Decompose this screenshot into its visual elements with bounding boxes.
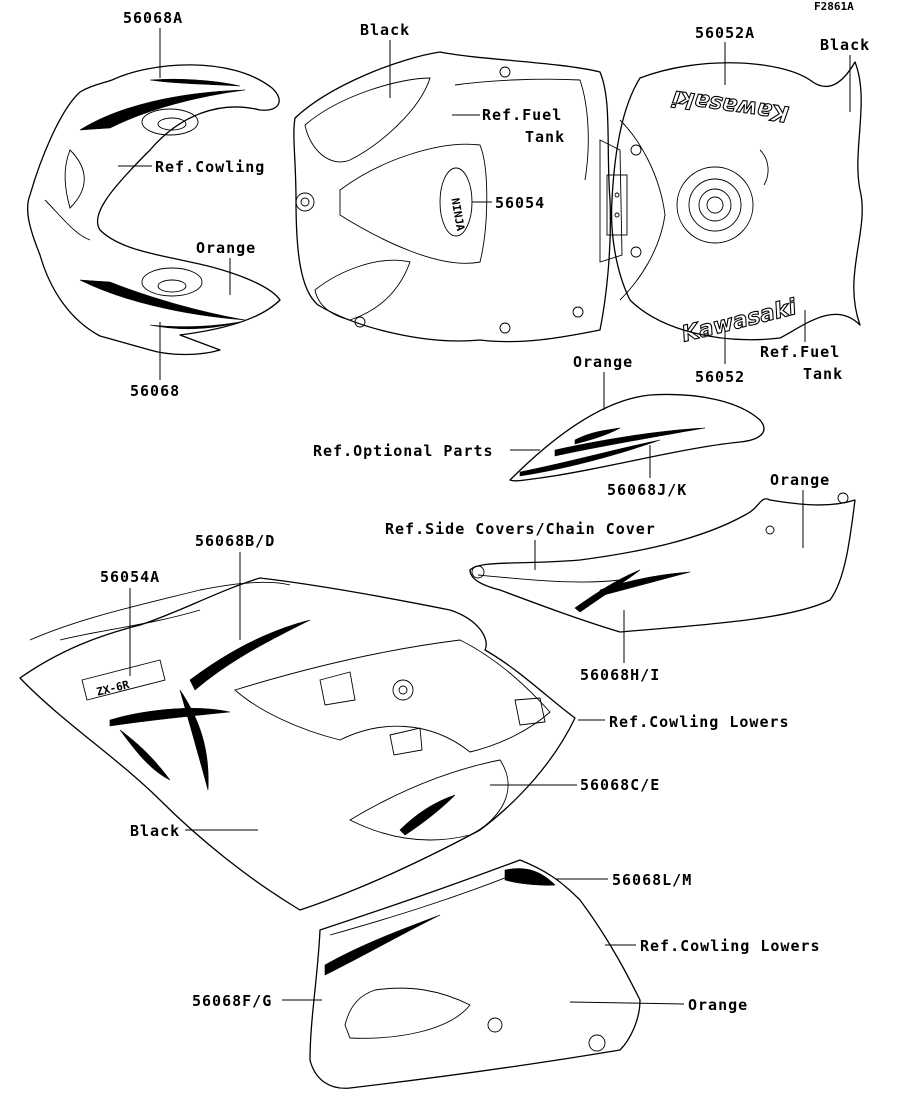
label-56068: 56068 [130, 382, 180, 400]
label-ref-fuel-tank-1a: Ref.Fuel [482, 106, 562, 124]
label-ref-fuel-tank-2a: Ref.Fuel [760, 343, 840, 361]
label-ref-cowling-lowers-2: Ref.Cowling Lowers [640, 937, 821, 955]
side-cowling: ZX-6R [19, 577, 576, 911]
optional-part [509, 393, 765, 482]
label-ref-cowling: Ref.Cowling [155, 158, 265, 176]
lower-cowling [309, 859, 641, 1089]
label-orange-optional: Orange [573, 353, 633, 371]
kawasaki-logo-icon: Kawasaki [670, 85, 790, 126]
label-56068HI: 56068H/I [580, 666, 660, 684]
label-56054: 56054 [495, 194, 545, 212]
label-ref-cowling-lowers-1: Ref.Cowling Lowers [609, 713, 790, 731]
upper-cowling [26, 64, 281, 356]
label-ref-optional-parts: Ref.Optional Parts [313, 442, 494, 460]
label-orange-cowl: Orange [196, 239, 256, 257]
tank-cover: NINJA [293, 51, 612, 343]
label-orange-side: Orange [770, 471, 830, 489]
label-ref-fuel-tank-1b: Tank [525, 128, 565, 146]
fuel-cap-icon [676, 166, 754, 244]
label-black-tank-cover: Black [360, 21, 410, 39]
label-56054A: 56054A [100, 568, 160, 586]
label-56052A: 56052A [695, 24, 755, 42]
label-black-side-cowl: Black [130, 822, 180, 840]
label-56068LM: 56068L/M [612, 871, 692, 889]
label-56052: 56052 [695, 368, 745, 386]
label-black-tank: Black [820, 36, 870, 54]
side-cover [469, 492, 856, 633]
label-56068BD: 56068B/D [195, 532, 275, 550]
zx-badge-icon: ZX-6R [81, 659, 166, 701]
label-56068A: 56068A [123, 9, 183, 27]
label-ref-fuel-tank-2b: Tank [803, 365, 843, 383]
figure-code: F2861A [814, 0, 854, 13]
fuel-tank: Kawasaki Kawasaki [599, 61, 863, 348]
label-ref-side-covers: Ref.Side Covers/Chain Cover [385, 520, 656, 538]
label-56068CE: 56068C/E [580, 776, 660, 794]
svg-text:ZX-6R: ZX-6R [95, 678, 131, 699]
label-56068JK: 56068J/K [607, 481, 687, 499]
tank-cover-badge: NINJA [448, 197, 467, 232]
label-56068FG: 56068F/G [192, 992, 272, 1010]
label-orange-lower: Orange [688, 996, 748, 1014]
